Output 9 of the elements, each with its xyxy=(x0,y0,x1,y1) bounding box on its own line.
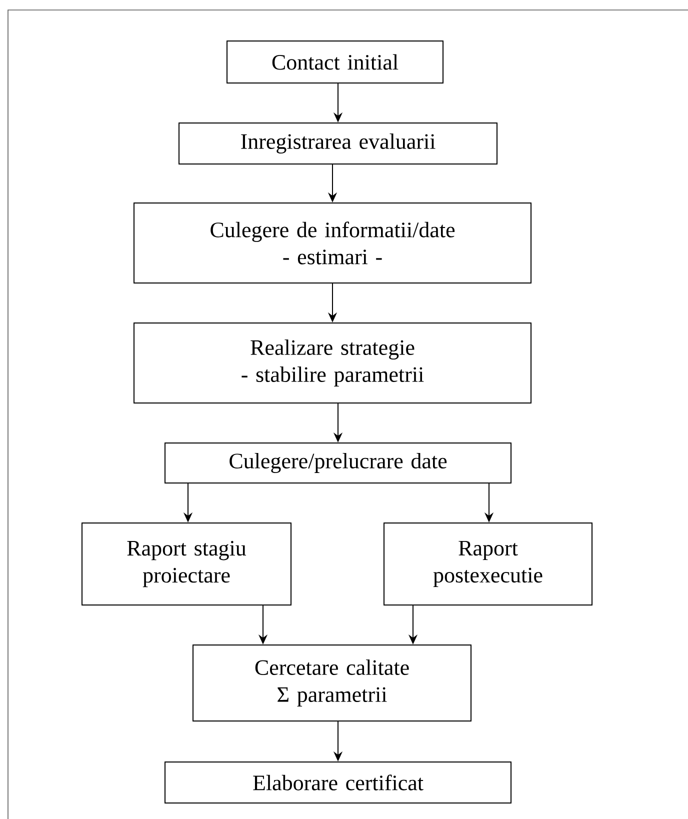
process-box: Cercetare calitate Σ parametrii xyxy=(192,644,472,722)
process-box: Raport postexecutie xyxy=(384,522,592,606)
process-box: Culegere de informatii/date - estimari - xyxy=(134,202,532,284)
process-box: Elaborare certificat xyxy=(164,762,512,804)
process-box: Realizare strategie - stabilire parametrii xyxy=(134,322,532,404)
process-box: Inregistrarea evaluarii xyxy=(178,122,498,164)
process-box: Culegere/prelucrare date xyxy=(164,442,512,484)
process-box: Contact initial xyxy=(226,40,444,84)
process-box: Raport stagiu proiectare xyxy=(82,522,292,606)
